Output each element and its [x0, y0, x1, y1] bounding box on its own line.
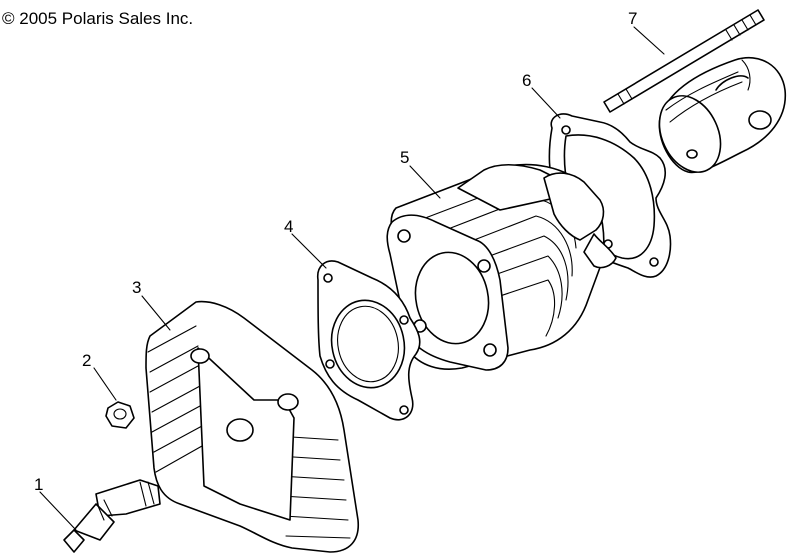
part-1-spark-plug — [63, 479, 161, 553]
callout-1: 1 — [34, 475, 43, 494]
piston — [658, 56, 787, 174]
callout-2: 2 — [82, 351, 91, 370]
leader-line-4 — [291, 233, 327, 269]
callout-numbers: 1 2 3 4 5 6 7 — [34, 9, 637, 494]
callout-4: 4 — [284, 217, 293, 236]
part-4-head-gasket — [316, 260, 421, 421]
copyright-notice: © 2005 Polaris Sales Inc. — [2, 9, 194, 28]
callout-3: 3 — [132, 278, 141, 297]
leader-line-6 — [531, 87, 561, 119]
leader-line-5 — [409, 165, 441, 199]
leader-lines — [39, 26, 665, 531]
callout-5: 5 — [400, 148, 409, 167]
part-7-stud — [603, 9, 765, 113]
part-2-nut — [105, 401, 135, 429]
callout-7: 7 — [628, 9, 637, 28]
leader-line-1 — [39, 491, 77, 531]
leader-line-3 — [141, 295, 171, 331]
part-5-cylinder — [386, 163, 617, 371]
leader-line-2 — [93, 367, 117, 401]
callout-6: 6 — [522, 71, 531, 90]
leader-line-7 — [633, 26, 665, 55]
part-3-cylinder-head — [145, 300, 359, 553]
